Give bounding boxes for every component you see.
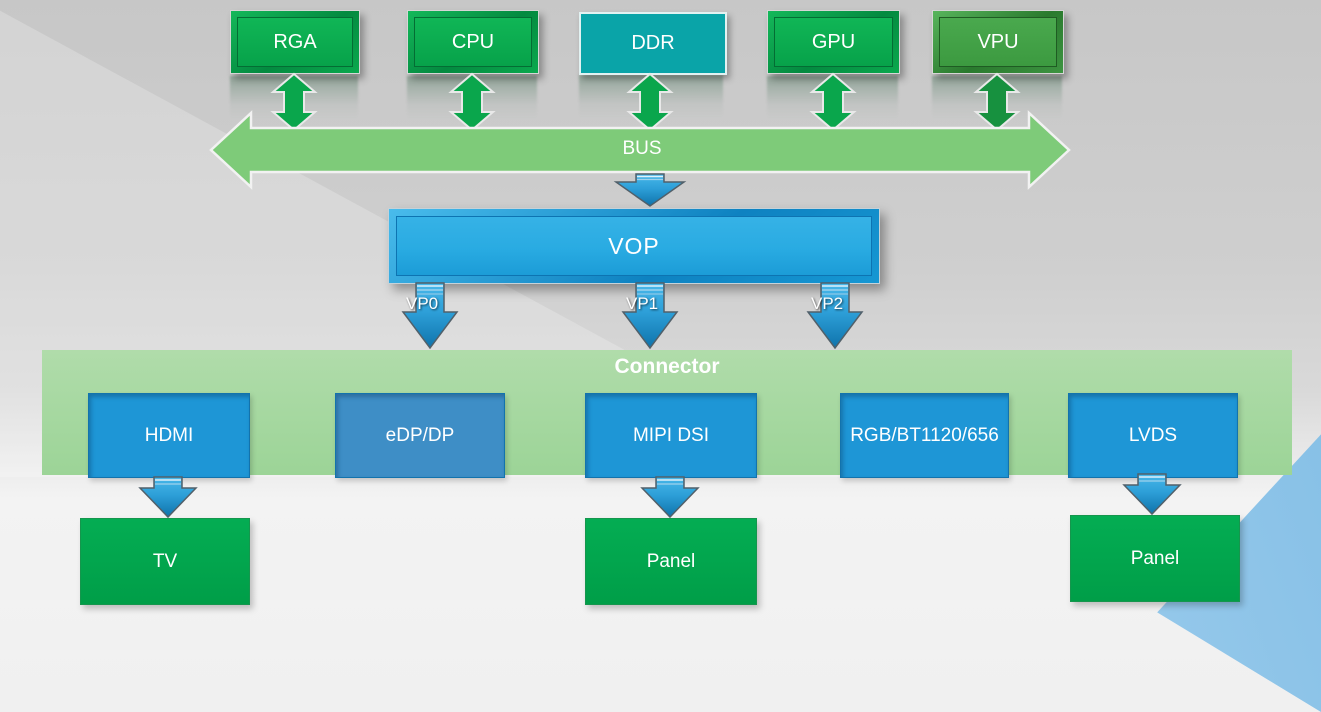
panel-mipi-label: Panel <box>646 550 696 572</box>
connector-title: Connector <box>614 355 720 378</box>
interface-hdmi: HDMI <box>88 393 250 478</box>
block-vop: VOP <box>388 208 880 284</box>
vp0-arrow-icon <box>401 282 459 350</box>
cpu-label: CPU <box>414 17 532 67</box>
block-vpu: VPU <box>932 10 1064 74</box>
vp1-arrow-icon <box>621 282 679 350</box>
rgb-bt1120-656-label: RGB/BT1120/656 <box>850 424 999 446</box>
vp2-label: VP2 <box>811 294 844 313</box>
edp-dp-label: eDP/DP <box>385 424 455 446</box>
block-gpu: GPU <box>767 10 900 74</box>
bus-label: BUS <box>622 138 662 159</box>
mipi-dsi-label: MIPI DSI <box>632 424 709 446</box>
bus-to-vop-arrow-icon <box>613 173 687 207</box>
block-cpu: CPU <box>407 10 539 74</box>
hdmi-to-tv-arrow-icon <box>138 476 198 519</box>
vp1-label: VP1 <box>626 294 659 313</box>
interface-edp-dp: eDP/DP <box>335 393 505 478</box>
block-ddr: DDR <box>579 12 727 75</box>
display-panel-lvds: Panel <box>1070 515 1240 602</box>
lvds-label: LVDS <box>1128 424 1178 446</box>
rga-label: RGA <box>237 17 353 67</box>
vop-label: VOP <box>396 216 872 276</box>
interface-rgb-bt1120-656: RGB/BT1120/656 <box>840 393 1009 478</box>
block-rga: RGA <box>230 10 360 74</box>
vp0-label: VP0 <box>406 294 439 313</box>
interface-lvds: LVDS <box>1068 393 1238 478</box>
tv-label: TV <box>152 550 178 572</box>
ddr-label: DDR <box>631 32 675 54</box>
gpu-label: GPU <box>774 17 893 67</box>
hdmi-label: HDMI <box>144 424 194 446</box>
display-panel-mipi: Panel <box>585 518 757 605</box>
panel-lvds-label: Panel <box>1130 547 1180 569</box>
vp2-arrow-icon <box>806 282 864 350</box>
lvds-to-panel-arrow-icon <box>1122 473 1182 516</box>
display-tv: TV <box>80 518 250 605</box>
mipi-to-panel-arrow-icon <box>640 476 700 519</box>
vpu-label: VPU <box>939 17 1057 67</box>
interface-mipi-dsi: MIPI DSI <box>585 393 757 478</box>
bus-double-arrow <box>209 110 1071 190</box>
